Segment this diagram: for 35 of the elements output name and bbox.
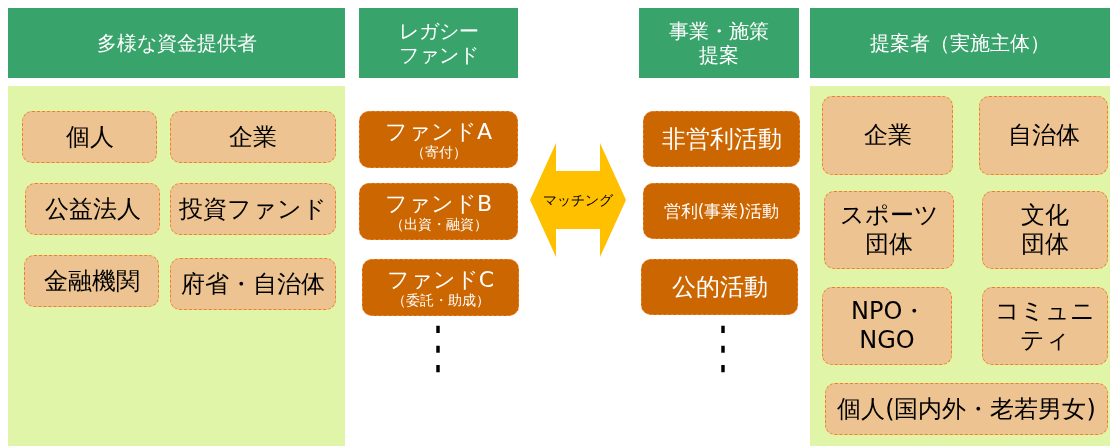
entity-box: 公益法人 [25, 183, 160, 235]
column-header: 事業・施策提案 [639, 8, 799, 78]
fund-box: 非営利活動 [643, 111, 800, 167]
entity-box: 企業 [822, 96, 953, 175]
entity-box: 文化団体 [982, 191, 1108, 269]
entity-box: コミュニティ [982, 287, 1108, 365]
fund-box [359, 183, 518, 240]
entity-box: 個人 [22, 111, 157, 163]
entity-box: 投資ファンド [170, 183, 336, 235]
entity-box: NPO・NGO [822, 287, 952, 365]
ellipsis-mark: ⋮ [706, 318, 740, 376]
fund-box [362, 259, 519, 316]
double-arrow [530, 143, 626, 257]
fund-title: ファンドB [384, 190, 493, 217]
panel-background [810, 86, 1110, 446]
entity-box: 自治体 [979, 96, 1108, 175]
fund-box [359, 111, 518, 168]
entity-box: 個人(国内外・老若男女) [825, 383, 1108, 435]
fund-title: ファンドC [386, 266, 495, 293]
entity-box: 金融機関 [24, 255, 159, 307]
column-header: 提案者（実施主体） [810, 8, 1110, 78]
panel-background [8, 86, 345, 446]
column-header: レガシーファンド [359, 8, 518, 78]
fund-subtitle: （出資・融資） [389, 216, 488, 233]
fund-subtitle: （委託・助成） [391, 292, 490, 309]
fund-box: 営利(事業)活動 [643, 183, 800, 239]
ellipsis-mark: ⋮ [421, 318, 455, 376]
entity-box: スポーツ団体 [824, 191, 954, 269]
fund-subtitle: （寄付） [410, 144, 467, 161]
entity-box: 府省・自治体 [170, 258, 336, 310]
entity-box: 企業 [170, 111, 336, 163]
arrow-label: マッチング [543, 191, 613, 209]
fund-box: 公的活動 [641, 259, 798, 315]
fund-title: ファンドA [384, 118, 493, 145]
column-header: 多様な資金提供者 [8, 8, 345, 78]
